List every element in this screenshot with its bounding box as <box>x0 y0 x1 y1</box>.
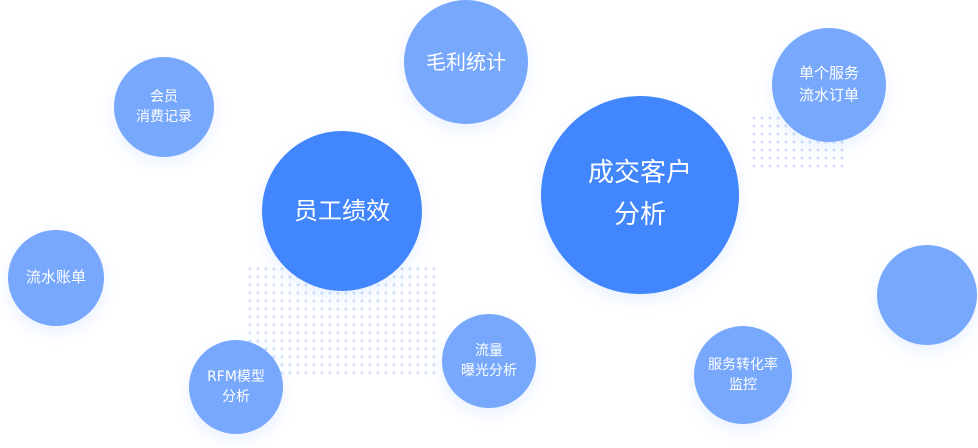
bubble-label: 消费记录 <box>136 109 192 125</box>
bubble-empty[interactable] <box>877 245 977 345</box>
bubble-label: 单个服务 <box>798 64 859 83</box>
bubble-single-service-orders[interactable]: 单个服务流水订单 <box>772 28 886 142</box>
bubble-label: 毛利统计 <box>426 49 506 74</box>
bubble-label: 分析 <box>221 389 250 405</box>
bubble-ledger[interactable]: 流水账单 <box>8 230 104 326</box>
bubble-label: RFM模型 <box>207 368 265 385</box>
bubble-label: 会员 <box>150 88 178 105</box>
bubble-label: 流水账单 <box>25 268 86 287</box>
bubble-label: 分析 <box>613 200 666 230</box>
bubble-deal-customer-analysis[interactable]: 成交客户分析 <box>541 96 739 294</box>
bubble-service-conversion[interactable]: 服务转化率监控 <box>694 326 792 424</box>
bubble-member-consumption[interactable]: 会员消费记录 <box>114 57 214 157</box>
bubble-traffic-exposure[interactable]: 流量曝光分析 <box>442 314 536 408</box>
bubble-rfm-analysis[interactable]: RFM模型分析 <box>189 340 283 434</box>
bubble-label: 员工绩效 <box>294 196 390 225</box>
bubble-label: 流水订单 <box>798 86 859 104</box>
bubble-label: 服务转化率 <box>708 356 778 373</box>
bubble-gross-profit[interactable]: 毛利统计 <box>404 0 528 124</box>
bubble-staff-performance[interactable]: 员工绩效 <box>262 131 422 291</box>
bubble-label: 监控 <box>729 377 757 393</box>
bubble-label: 曝光分析 <box>461 363 517 379</box>
bubble-label: 成交客户 <box>587 158 692 189</box>
bubble-label: 流量 <box>475 342 503 359</box>
